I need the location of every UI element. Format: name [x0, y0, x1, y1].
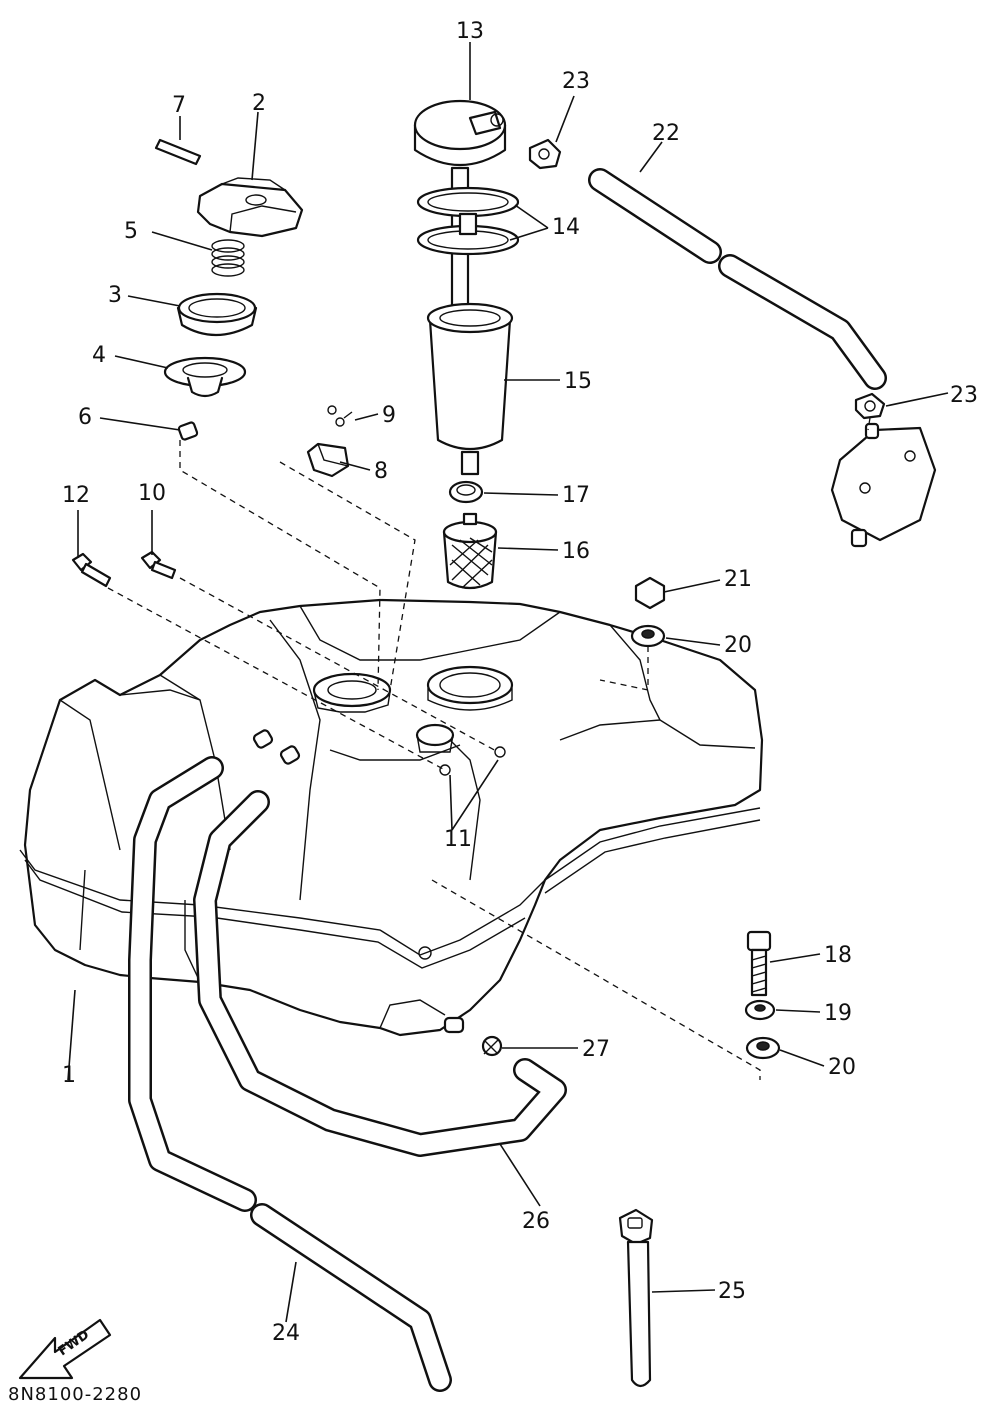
callout-19: 19 — [824, 1001, 852, 1026]
callout-4: 4 — [92, 343, 106, 368]
callout-9: 9 — [382, 403, 396, 428]
callout-14: 14 — [552, 215, 580, 240]
clamp-23-top — [528, 138, 562, 170]
clip-9 — [327, 405, 353, 427]
callout-1: 1 — [62, 1063, 76, 1088]
grommet-20-lower — [745, 1036, 781, 1060]
callout-11: 11 — [444, 827, 472, 852]
spring-5 — [211, 239, 245, 277]
cap-assembly-2 — [196, 177, 304, 238]
gasket-3 — [176, 292, 258, 336]
callout-10: 10 — [138, 481, 166, 506]
callout-17: 17 — [562, 483, 590, 508]
hose-24 — [128, 756, 452, 1392]
callout-23-top: 23 — [562, 69, 590, 94]
leader-lines — [67, 42, 949, 1323]
callout-23-lower: 23 — [950, 383, 978, 408]
hose-26 — [193, 790, 567, 1157]
callout-12: 12 — [62, 483, 90, 508]
callout-20-upper: 20 — [724, 633, 752, 658]
clip-17 — [448, 480, 484, 504]
bracket-8 — [306, 442, 350, 478]
callout-8: 8 — [374, 459, 388, 484]
callout-27: 27 — [582, 1037, 610, 1062]
callout-15: 15 — [564, 369, 592, 394]
fuel-pump-plate — [830, 422, 937, 548]
bolt-18 — [746, 930, 772, 997]
o-rings-14 — [416, 186, 520, 256]
callout-18: 18 — [824, 943, 852, 968]
callout-numbers: 2 7 5 3 4 6 9 8 10 12 13 14 15 17 16 23 … — [62, 19, 978, 1346]
callout-26: 26 — [522, 1209, 550, 1234]
callout-16: 16 — [562, 539, 590, 564]
callout-5: 5 — [124, 219, 138, 244]
callout-22: 22 — [652, 121, 680, 146]
grommet-20-upper — [630, 624, 666, 648]
fuel-strainer-15 — [426, 302, 514, 476]
drawing-code: 8N8100-2280 — [8, 1384, 142, 1405]
callout-13: 13 — [456, 19, 484, 44]
callout-3: 3 — [108, 283, 122, 308]
callout-7: 7 — [172, 93, 186, 118]
cap-plate-4 — [163, 356, 247, 398]
callout-25: 25 — [718, 1279, 746, 1304]
callout-6: 6 — [78, 405, 92, 430]
clamp-23-lower — [854, 392, 886, 420]
callout-2: 2 — [252, 91, 266, 116]
fuel-filter-16 — [442, 512, 498, 590]
clip-27 — [481, 1035, 503, 1057]
bolt-10 — [140, 550, 177, 580]
nut-21 — [634, 576, 666, 610]
collar-19 — [744, 999, 776, 1021]
assembly-lines — [107, 417, 871, 1080]
hose-22 — [588, 168, 887, 390]
callout-20-lower: 20 — [828, 1055, 856, 1080]
fwd-arrow: FWD — [18, 1318, 112, 1380]
bolt-12 — [71, 552, 112, 588]
callout-24: 24 — [272, 1321, 300, 1346]
pin-7 — [154, 138, 202, 166]
callout-21: 21 — [724, 567, 752, 592]
pin-6 — [177, 421, 199, 441]
band-25 — [618, 1208, 654, 1388]
